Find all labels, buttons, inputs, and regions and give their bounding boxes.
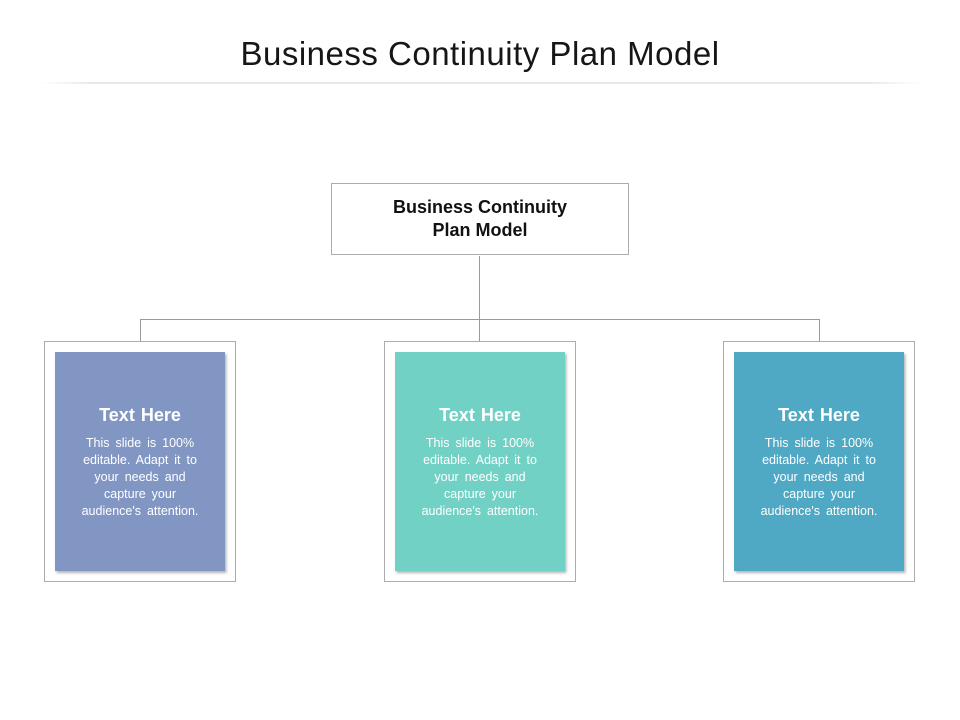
body-text-line: This slide is 100% (764, 435, 874, 450)
child-node-heading: Text Here (99, 404, 181, 425)
connector-crossbar (140, 319, 820, 320)
body-text-line: audience's attention. (760, 503, 878, 518)
body-text-line: This slide is 100% (85, 435, 195, 450)
body-text-line: your needs and (94, 469, 186, 484)
body-text-line: audience's attention. (81, 503, 199, 518)
child-node-left: Text Here This slide is 100% editable. A… (44, 341, 236, 582)
title-divider (40, 82, 921, 84)
child-node-heading: Text Here (439, 404, 521, 425)
child-node-right-fill: Text Here This slide is 100% editable. A… (734, 352, 904, 571)
connector-drop-left (140, 319, 141, 342)
child-node-heading: Text Here (778, 404, 860, 425)
root-node-label-line: Plan Model (432, 220, 528, 240)
connector-drop-center (479, 319, 480, 342)
body-text-line: capture your (783, 486, 855, 501)
connector-stem (479, 256, 480, 319)
child-node-body: This slide is 100% editable. Adapt it to… (82, 435, 199, 520)
body-text-line: capture your (444, 486, 516, 501)
child-node-body: This slide is 100% editable. Adapt it to… (422, 435, 539, 520)
root-node-label-line: Business Continuity (392, 197, 567, 217)
root-node-box: Business Continuity Plan Model (331, 183, 629, 255)
slide-title: Business Continuity Plan Model (240, 35, 720, 72)
child-node-center-fill: Text Here This slide is 100% editable. A… (395, 352, 565, 571)
body-text-line: editable. Adapt it to (762, 452, 876, 467)
body-text-line: capture your (104, 486, 176, 501)
body-text-line: editable. Adapt it to (83, 452, 197, 467)
body-text-line: your needs and (434, 469, 526, 484)
connector-drop-right (819, 319, 820, 342)
body-text-line: This slide is 100% (425, 435, 535, 450)
body-text-line: editable. Adapt it to (423, 452, 537, 467)
body-text-line: your needs and (773, 469, 865, 484)
body-text-line: audience's attention. (421, 503, 539, 518)
child-node-center: Text Here This slide is 100% editable. A… (384, 341, 576, 582)
child-node-body: This slide is 100% editable. Adapt it to… (761, 435, 878, 520)
child-node-left-fill: Text Here This slide is 100% editable. A… (55, 352, 225, 571)
child-node-right: Text Here This slide is 100% editable. A… (723, 341, 915, 582)
